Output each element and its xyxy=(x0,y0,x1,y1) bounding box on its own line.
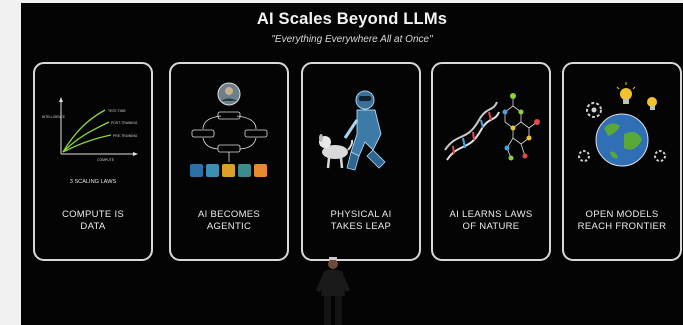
chart-caption: 3 SCALING LAWS xyxy=(70,179,117,185)
chart-x-axis-label: COMPUTE xyxy=(97,158,115,162)
dna-molecule-icon xyxy=(444,93,540,161)
card-label: AI LEARNS LAWS OF NATURE xyxy=(449,209,533,232)
chart-curve-label: POST-TRAINING xyxy=(111,121,138,125)
card-label: COMPUTE IS DATA xyxy=(61,209,125,232)
slide-subtitle: "Everything Everywhere All at Once" xyxy=(271,34,433,45)
agent-workflow-icon xyxy=(190,82,268,177)
presenter-figure xyxy=(316,257,350,325)
card-label: AI BECOMES AGENTIC xyxy=(197,209,261,232)
card-open-models-reach-frontier: OPEN MODELS REACH FRONTIER xyxy=(562,62,682,261)
presentation-slide: AI Scales Beyond LLMs "Everything Everyw… xyxy=(21,3,683,325)
card-ai-learns-laws-of-nature: AI LEARNS LAWS OF NATURE xyxy=(431,62,551,261)
chart-curve-label: TEST-TIME xyxy=(108,109,126,113)
scaling-laws-chart-icon: INTELLIGENCE COMPUTE TEST-TIME POST-TRAI… xyxy=(42,97,138,185)
globe-lightbulbs-icon xyxy=(578,82,666,167)
robot-with-dog-icon xyxy=(319,90,386,171)
card-label: OPEN MODELS REACH FRONTIER xyxy=(577,209,667,232)
card-compute-is-data: INTELLIGENCE COMPUTE TEST-TIME POST-TRAI… xyxy=(33,62,153,261)
chart-y-axis-label: INTELLIGENCE xyxy=(42,115,65,119)
card-ai-becomes-agentic: AI BECOMES AGENTIC xyxy=(169,62,289,261)
chart-curve-label: PRE-TRAINING xyxy=(113,134,138,138)
card-physical-ai-takes-leap: PHYSICAL AI TAKES LEAP xyxy=(301,62,421,261)
slide-title: AI Scales Beyond LLMs xyxy=(256,10,448,28)
card-label: PHYSICAL AI TAKES LEAP xyxy=(330,209,392,232)
